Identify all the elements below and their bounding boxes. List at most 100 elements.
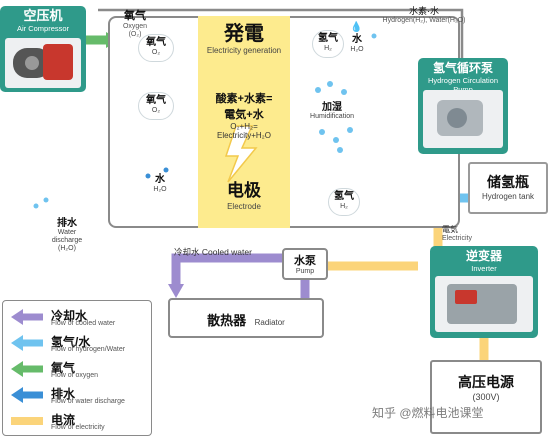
inverter-card[interactable]: 逆变器 Inverter <box>430 246 538 338</box>
electrode-title-en: Electrode <box>227 202 261 211</box>
hydrogen-water-label: 水素·水 Hydrogen(H₂), Water(H₂O) <box>382 4 466 25</box>
legend-item-oxygen: 氧气 Flow of oxygen <box>9 359 159 381</box>
water-cloud-bottom: 水 H₂O <box>146 172 174 198</box>
generation-title-en: Electricity generation <box>206 46 282 55</box>
arrow-left-icon <box>11 361 43 377</box>
discharge-en-1: Water <box>57 229 77 236</box>
electrode-title: 电极 Electrode <box>198 180 290 211</box>
oxygen-top-cn: 氧气 <box>124 10 146 22</box>
water-cloud-top-en: H₂O <box>350 46 364 53</box>
water-droplet-icon: 💧 <box>350 22 363 33</box>
reaction-line-2: 電気+水 <box>224 109 264 121</box>
air-compressor-card[interactable]: 空压机 Air Compressor <box>0 6 86 92</box>
legend-oxygen-cn: 氧气 <box>51 361 76 375</box>
arrow-left-icon <box>11 335 43 351</box>
oxygen-top-en: Oxygen <box>122 23 148 30</box>
water-cloud-top: 水 H₂O <box>344 30 370 58</box>
water-pump-card[interactable]: 水泵 Pump <box>282 248 328 280</box>
radiator-title: 散热器 Radiator <box>170 300 322 330</box>
legend-electricity-en: Flow of electricity <box>51 424 105 431</box>
legend-discharge-cn: 排水 <box>51 387 76 401</box>
arrow-left-icon <box>11 387 43 403</box>
circulation-pump-image <box>423 90 503 148</box>
hydrogen-tank-subtitle: Hydrogen tank <box>481 192 535 201</box>
circulation-pump-title: 氢气循环泵 <box>432 61 493 75</box>
hydrogen-water-en: Hydrogen(H₂), Water(H₂O) <box>382 17 466 24</box>
reaction-line-3: O₂+H₂= <box>230 122 258 131</box>
electricity-label-cn: 電気 <box>442 225 458 234</box>
legend-hydrogen-en: Flow of hydrogen/Water <box>51 346 126 353</box>
h2-cloud-bottom-en: H₂ <box>340 203 348 210</box>
humidification-cn: 加湿 <box>322 102 342 113</box>
electricity-label: 電気 Electricity <box>442 224 472 242</box>
discharge-en-2: discharge <box>51 237 83 244</box>
reaction-line-1: 酸素+水素= <box>215 93 273 105</box>
legend-discharge-en: Flow of water discharge <box>51 398 125 405</box>
hydrogen-circulation-pump-card[interactable]: 氢气循环泵 Hydrogen Circulation Pump <box>418 58 508 154</box>
humidification-en: Humidification <box>310 113 354 120</box>
water-cloud-bottom-en: H₂O <box>153 186 167 193</box>
reaction-equation: 酸素+水素= 電気+水 O₂+H₂= Electricity+H₂O <box>198 90 290 140</box>
legend-item-electricity: 电流 Flow of electricity <box>9 411 159 433</box>
water-pump-title: 水泵 <box>294 255 316 267</box>
reaction-line-4: Electricity+H₂O <box>216 131 271 140</box>
legend-hydrogen-cn: 氢气/水 <box>51 335 91 349</box>
o2-cloud-1-en: O₂ <box>151 49 161 56</box>
generation-title-cn: 発電 <box>224 23 264 45</box>
air-compressor-title: 空压机 <box>23 8 63 23</box>
radiator-card[interactable]: 散热器 Radiator <box>168 298 324 338</box>
water-cloud-bottom-cn: 水 <box>155 174 165 185</box>
arrow-left-icon <box>11 309 43 325</box>
watermark: 知乎 @燃料电池课堂 <box>372 406 484 420</box>
air-compressor-subtitle: Air Compressor <box>16 24 70 33</box>
legend-panel: 冷却水 Flow of cooled water 氢气/水 Flow of hy… <box>2 300 152 436</box>
hv-source-subtitle: (300V) <box>472 392 500 402</box>
discharge-cn: 排水 <box>57 218 77 229</box>
air-compressor-image <box>5 38 81 88</box>
legend-electricity-cn: 电流 <box>51 413 76 427</box>
legend-item-discharge: 排水 Flow of water discharge <box>9 385 159 407</box>
discharge-en-3: (H₂O) <box>58 245 76 252</box>
hydrogen-tank-title: 储氢瓶 <box>487 174 529 190</box>
h2-cloud-top-cn: 氢气 <box>318 33 338 44</box>
hv-source-title: 高压电源 <box>458 374 514 390</box>
electricity-label-en: Electricity <box>442 235 472 242</box>
water-pump-subtitle: Pump <box>295 268 315 275</box>
o2-cloud-1: 氧气 O₂ <box>138 34 174 62</box>
legend-cooled-cn: 冷却水 <box>51 309 88 323</box>
discharge-label: 排水 Water discharge (H₂O) <box>44 214 90 253</box>
circulation-pump-subtitle: Hydrogen Circulation Pump <box>427 76 499 94</box>
grey-outline-top <box>98 8 464 60</box>
inverter-image <box>435 276 533 332</box>
electricity-bar-icon <box>11 417 43 425</box>
cooled-water-arrowhead <box>168 284 184 298</box>
h2-cloud-top: 氢气 H₂ <box>312 30 344 58</box>
o2-cloud-2-cn: 氧气 <box>146 95 166 106</box>
o2-cloud-2-en: O₂ <box>151 107 161 114</box>
water-cloud-top-cn: 水 <box>352 34 362 45</box>
oxygen-top-label: 氧气 Oxygen (O₂) <box>114 7 156 39</box>
inverter-subtitle: Inverter <box>471 264 497 273</box>
h2-cloud-top-en: H₂ <box>324 45 332 52</box>
radiator-en: Radiator <box>254 318 285 327</box>
legend-cooled-en: Flow of cooled water <box>51 320 116 327</box>
radiator-cn: 散热器 <box>207 313 247 328</box>
high-voltage-source-card[interactable]: 高压电源 (300V) <box>430 360 542 434</box>
cooled-water-label: 冷却水 Cooled water <box>174 247 252 257</box>
h2-cloud-bottom-cn: 氢气 <box>334 191 354 202</box>
inverter-title: 逆变器 <box>465 249 502 263</box>
legend-item-hydrogen: 氢气/水 Flow of hydrogen/Water <box>9 333 159 355</box>
hydrogen-water-cn: 水素·水 <box>409 6 439 16</box>
hydrogen-tank-card[interactable]: 储氢瓶 Hydrogen tank <box>468 162 548 214</box>
generation-panel <box>198 16 290 228</box>
o2-cloud-2: 氧气 O₂ <box>138 92 174 120</box>
o2-cloud-1-cn: 氧气 <box>146 37 166 48</box>
cooled-water-pipe <box>171 253 282 288</box>
electrode-title-cn: 电极 <box>227 181 261 200</box>
legend-item-cooled: 冷却水 Flow of cooled water <box>9 307 159 329</box>
oxygen-top-formula: (O₂) <box>128 31 142 38</box>
generation-title: 発電 Electricity generation <box>198 22 290 55</box>
humidification-label: 加湿 Humidification <box>304 98 360 120</box>
